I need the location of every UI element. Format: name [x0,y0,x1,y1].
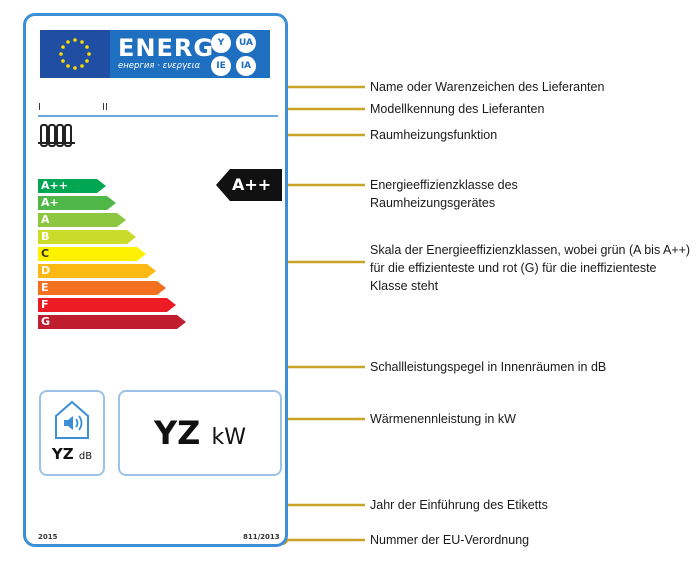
callout-efficiency-class: Energieeffizienzklasse des Raumheizungsg… [370,178,518,210]
scale-bar-g: G [38,315,186,329]
callout-heat-output: Wärmenennleistung in kW [370,412,516,426]
radiator-icon [38,124,75,147]
language-badge: IE [211,56,231,76]
callout-model-id: Modellkennung des Lieferanten [370,102,545,116]
energy-title: ENERG [118,34,215,62]
model-mark: II [102,102,108,113]
scale-bar-f: F [38,298,176,312]
heat-output-box: YZ kW [118,390,282,476]
label-year: 2015 [38,533,58,541]
heat-output-unit: kW [211,425,247,450]
eu-stars-icon [59,38,91,70]
sound-power-value: YZ dB [51,445,93,463]
energy-header: ENERG енергия · ενεργεια Y UA IE IA [110,30,270,78]
sound-power-box: YZ dB [39,390,105,476]
language-badge: Y [211,33,231,53]
callout-sound-level: Schallleistungspegel in Innenräumen in d… [370,360,607,374]
scale-bar-d: D [38,264,156,278]
current-class-arrow: A++ [216,169,282,201]
scale-bar-b: B [38,230,136,244]
callout-label-year: Jahr der Einführung des Etiketts [370,498,548,512]
regulation-number: 811/2013 [243,533,280,541]
sound-power-unit: dB [78,451,93,462]
eu-flag [40,30,110,78]
scale-bar-e: E [38,281,166,295]
language-badge: IA [236,56,256,76]
callout-scale: Skala der Energieeffizienzklassen, wobei… [370,243,691,293]
heat-output-value: YZ kW [153,414,247,452]
scale-bar-c: C [38,247,146,261]
energy-subtitle: енергия · ενεργεια [118,61,201,71]
supplier-mark: I [38,102,41,113]
supplier-divider [38,115,278,117]
callout-regulation-number: Nummer der EU-Verordnung [370,533,530,547]
energy-label-card [23,13,288,547]
scale-bar-a-plus: A+ [38,196,116,210]
language-badge: UA [236,33,256,53]
callout-heating-function: Raumheizungsfunktion [370,128,498,142]
scale-bar-a: A [38,213,126,227]
callout-supplier-name: Name oder Warenzeichen des Lieferanten [370,80,605,94]
speaker-icon [55,400,89,439]
scale-bar-a-plus-plus: A++ [38,179,106,193]
